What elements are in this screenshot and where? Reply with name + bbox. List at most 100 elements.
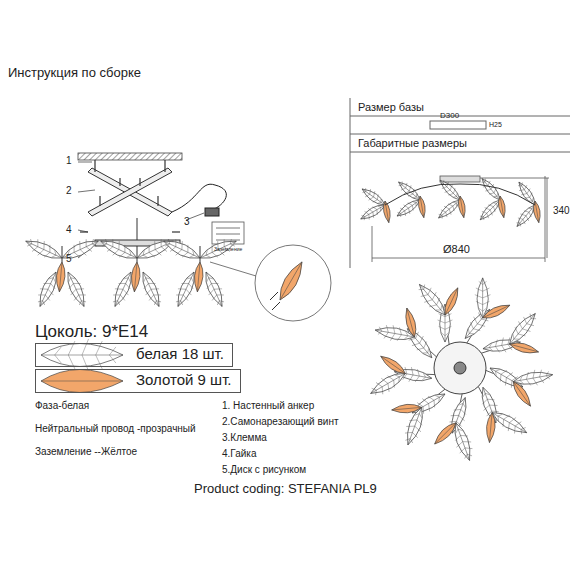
leaf-vein	[436, 305, 444, 312]
gold-leaf	[403, 307, 419, 338]
leaf-vein	[189, 250, 195, 258]
leaf-vein	[165, 239, 171, 247]
leaf-vein	[405, 437, 413, 443]
callout-number: 4	[66, 224, 72, 236]
leaf-rib	[519, 182, 535, 205]
gold-leaf	[275, 259, 308, 303]
leaf-vein	[388, 374, 398, 387]
leaf-rib	[510, 344, 539, 352]
leaf-vein	[38, 299, 46, 305]
leaf-vein	[365, 189, 372, 198]
leaf-vein	[438, 320, 453, 323]
note-label: Ø840	[441, 243, 472, 256]
leaf-blade	[403, 325, 436, 361]
leaf-rib	[68, 272, 84, 306]
leaf-vein	[378, 205, 383, 211]
leaf-vein	[513, 327, 525, 338]
leaf-vein	[216, 299, 224, 305]
white-leaf	[199, 269, 229, 310]
leaf-vein	[361, 214, 366, 220]
arm	[385, 184, 535, 205]
leaf-vein	[395, 373, 402, 381]
leaf-rib	[517, 205, 535, 226]
leaf-vein	[482, 392, 490, 397]
leaf-vein	[429, 298, 441, 309]
leaf-vein	[148, 292, 161, 300]
leaf-vein	[182, 245, 191, 259]
leaf-vein	[44, 245, 53, 259]
leaf-blade	[485, 412, 496, 443]
leaf-rib	[178, 272, 194, 306]
leaf-vein	[205, 276, 213, 282]
leaf-vein	[524, 209, 533, 217]
leaf-vein	[404, 204, 412, 214]
leaf-vein	[444, 205, 453, 215]
leaf-count-box: Золотой 9 шт.	[35, 369, 241, 393]
leaf-rib	[513, 382, 530, 407]
leaf-vein	[454, 433, 468, 441]
gold-leaf	[417, 195, 427, 218]
leaf-rib	[206, 272, 222, 306]
part-list-item: 3.Клемма	[222, 432, 267, 444]
leaf-vein	[78, 299, 86, 305]
arm	[137, 246, 138, 262]
leaf-vein	[488, 203, 496, 211]
leaf-vein	[409, 367, 415, 382]
part-list-item: 2.Самонарезающий винт	[222, 416, 338, 428]
leaf-vein	[516, 221, 522, 226]
leaf-rib	[143, 272, 159, 306]
leaf-vein	[489, 188, 498, 196]
leaf-vein	[503, 371, 513, 385]
note-label: H25	[489, 121, 502, 129]
leaf-vein	[124, 276, 132, 282]
leaf-blade	[41, 370, 123, 393]
leaf-blade	[510, 379, 534, 408]
leaf-vein	[466, 329, 474, 336]
leaf-vein	[532, 370, 538, 386]
part-list-item: 1. Настенный анкер	[222, 400, 314, 412]
leaf-rib	[197, 262, 200, 292]
leaf-vein	[413, 193, 418, 199]
leaf-vein	[119, 245, 128, 259]
leaf-vein	[142, 276, 150, 282]
leaf-blade	[161, 236, 202, 263]
leaf-rib	[535, 201, 539, 223]
leaf-vein	[96, 341, 103, 369]
leaf-rib	[164, 241, 200, 258]
gold-leaf	[378, 353, 407, 377]
leaf-vein	[485, 206, 494, 215]
leaf-blade	[359, 202, 387, 223]
leaf-vein	[528, 314, 536, 321]
gold-leaf	[130, 262, 141, 293]
leaf-vein	[38, 292, 51, 300]
leaf-vein	[178, 286, 193, 295]
white-leaf	[22, 234, 65, 265]
leaf-vein	[419, 285, 427, 292]
note-label: Цоколь: 9*E14	[35, 322, 148, 342]
white-leaf	[402, 324, 438, 363]
leaf-vein	[482, 210, 490, 218]
leaf-vein	[464, 453, 472, 459]
leaf-vein	[448, 202, 456, 211]
leaf-vein	[113, 241, 123, 257]
arm	[200, 246, 201, 262]
leaf-vein	[422, 397, 432, 411]
leaf-vein	[518, 182, 524, 187]
leaf-vein	[493, 193, 499, 198]
leaf-vein	[494, 340, 499, 353]
note-label: D300	[440, 111, 459, 120]
leaf-vein	[423, 348, 431, 355]
leaf-vein	[505, 416, 516, 431]
leaf-rib	[492, 413, 527, 433]
leaf-vein	[519, 185, 528, 192]
panel-frame	[350, 98, 570, 268]
leaf-blade	[417, 195, 427, 218]
leaf-vein	[55, 347, 62, 363]
leaf-vein	[415, 369, 420, 382]
leaf-vein	[390, 325, 396, 341]
leaf-rib	[483, 305, 510, 318]
leaf-vein	[415, 412, 423, 418]
leaf-rib	[397, 200, 420, 216]
leaf-blade	[457, 195, 467, 218]
part-list-item: 5.Диск с рисунком	[222, 464, 306, 476]
